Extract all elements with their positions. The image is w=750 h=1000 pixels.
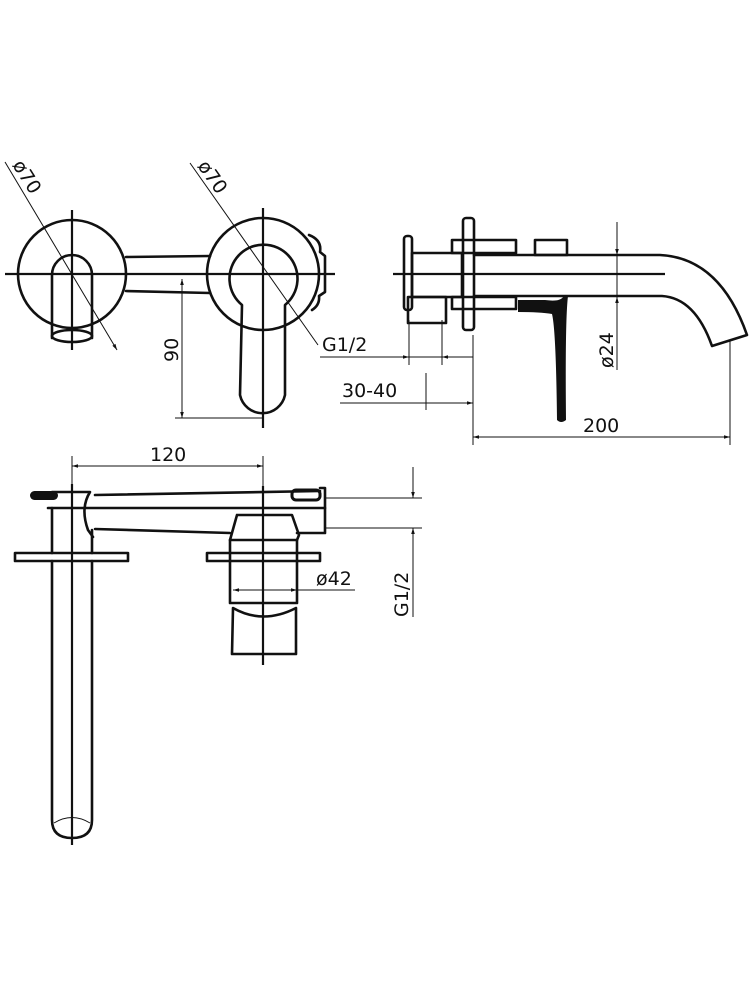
knob-top: [290, 488, 322, 502]
spout-top-view: [50, 559, 94, 840]
flange-left: [13, 551, 130, 563]
label-thread-top: G1/2: [391, 572, 413, 617]
front-view: ø70 ø70 G1/2 90: [4, 156, 473, 428]
top-view: 120 ø42 G1/2: [13, 444, 422, 845]
label-dia-right: ø70: [193, 156, 232, 198]
label-projection: 200: [583, 415, 619, 437]
dim-line-dia-left: [4, 161, 118, 351]
body-top-lines: [46, 489, 327, 539]
collar-top: [450, 238, 518, 255]
valve-cap: [228, 513, 301, 542]
spout-front: [50, 253, 94, 340]
right-wall-plate: [205, 216, 321, 332]
flange-right: [205, 551, 322, 563]
connector-top: [124, 254, 212, 259]
label-thread-front: G1/2: [322, 334, 367, 356]
spout-side: [472, 253, 749, 348]
valve-inlet: [406, 295, 448, 325]
dim-line-dia-right: [189, 162, 319, 346]
label-wall-depth: 30-40: [342, 380, 397, 402]
label-spacing: 120: [150, 444, 186, 466]
lever-handle-front: [228, 243, 299, 415]
spout-end-arc: [53, 817, 91, 824]
label-body-dia: ø42: [316, 568, 352, 590]
lever-top-block: [533, 238, 569, 257]
wall-plate-side: [461, 216, 476, 332]
spout-outlet: [50, 328, 94, 344]
connector-bottom: [124, 289, 212, 295]
valve-body-top: [228, 538, 299, 656]
collar-bottom: [450, 295, 518, 311]
spout-tip-top: [30, 491, 58, 500]
lever-blade: [518, 296, 568, 422]
body-frame: [50, 486, 327, 555]
side-knob: [307, 233, 327, 312]
side-view: ø24 30-40 200: [340, 216, 749, 445]
left-wall-plate: [16, 218, 128, 330]
label-spout-dia: ø24: [596, 332, 618, 368]
label-height: 90: [161, 338, 183, 362]
